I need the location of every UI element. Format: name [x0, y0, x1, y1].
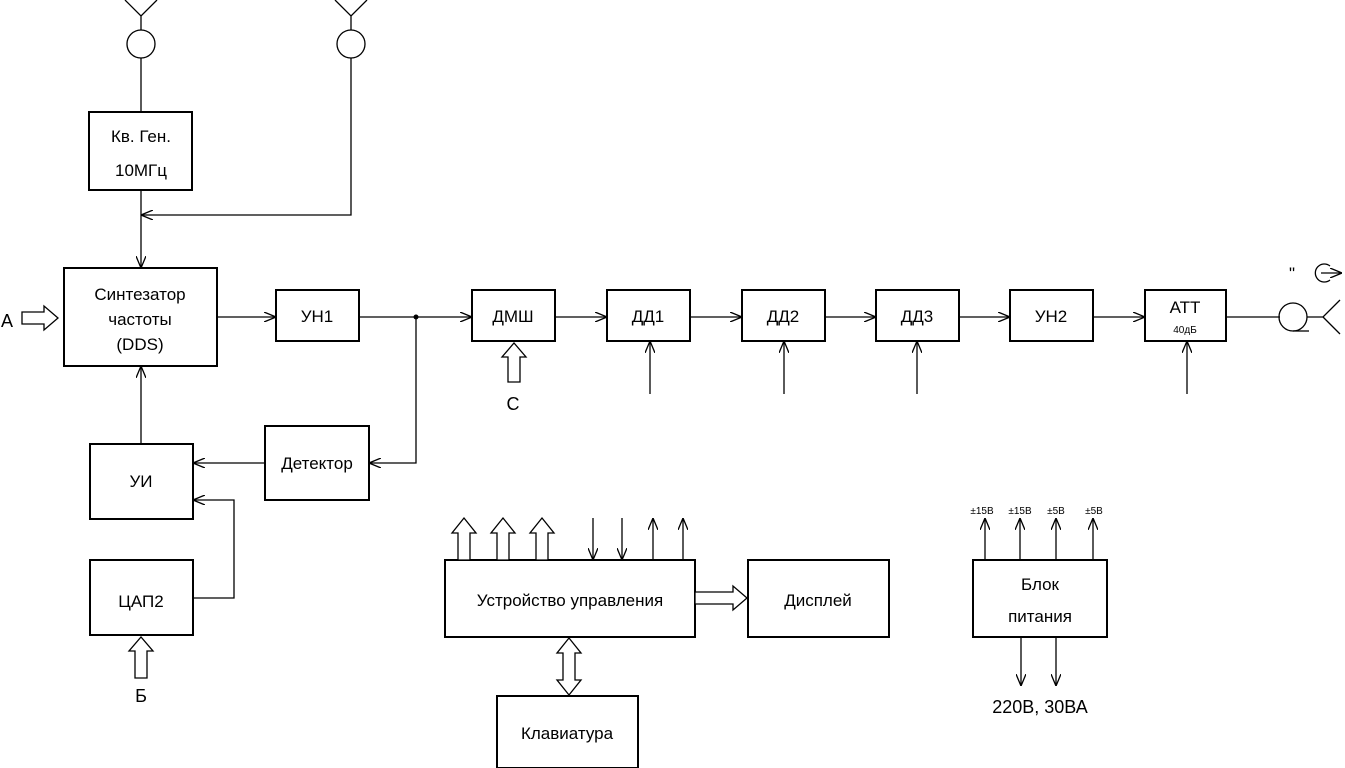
psu-rail-1: ±15В: [970, 506, 994, 560]
psu-rail-1-label: ±15В: [970, 506, 994, 517]
antenna-right: [141, 0, 368, 215]
control-unit-block: Устройство управления: [444, 559, 696, 638]
dmsh-block: ДМШ: [471, 289, 556, 342]
dmsh-label: ДМШ: [492, 307, 533, 326]
psu-rail-2-label: ±15В: [1008, 506, 1032, 517]
dd1-block: ДД1: [606, 289, 691, 342]
control-bus-out-3: [528, 516, 556, 561]
input-a-label: А: [1, 311, 13, 331]
output-connector: ": [1278, 263, 1342, 335]
dac2-block: ЦАП2: [89, 559, 194, 636]
psu-label-line1: Блок: [1021, 575, 1060, 594]
input-a-arrow: А: [1, 304, 59, 332]
psu-rail-4: ±5В: [1085, 506, 1103, 560]
un2-amplifier-block: УН2: [1009, 289, 1094, 342]
wire-dac2-to-ui: [193, 500, 235, 599]
un2-label: УН2: [1035, 307, 1068, 326]
dd3-label: ДД3: [901, 307, 933, 326]
ui-label: УИ: [129, 472, 152, 491]
display-label: Дисплей: [784, 591, 852, 610]
psu-rail-2: ±15В: [1008, 506, 1032, 560]
control-bus-out-1: [450, 516, 478, 561]
antenna-left: [124, 0, 158, 112]
detector-block: Детектор: [264, 425, 370, 501]
keyboard-label: Клавиатура: [521, 724, 614, 743]
un1-amplifier-block: УН1: [275, 289, 360, 342]
control-unit-label: Устройство управления: [477, 591, 663, 610]
dd1-label: ДД1: [632, 307, 664, 326]
psu-rail-4-label: ±5В: [1085, 506, 1103, 517]
psu-rail-3-label: ±5В: [1047, 506, 1065, 517]
osc-label-line2: 10МГц: [115, 161, 167, 180]
control-keyboard-bus: [555, 636, 583, 697]
dd2-label: ДД2: [767, 307, 799, 326]
input-c-arrow: С: [500, 342, 528, 414]
control-bus-out-2: [489, 516, 517, 561]
output-mark-label: ": [1289, 264, 1295, 283]
un1-label: УН1: [301, 307, 334, 326]
input-b-arrow: Б: [127, 636, 155, 706]
control-to-display-bus: [694, 584, 748, 612]
detector-label: Детектор: [281, 454, 353, 473]
osc-label-line1: Кв. Ген.: [111, 127, 171, 146]
att-value-label: 40дБ: [1173, 325, 1197, 336]
attenuator-block: АТТ 40дБ: [1144, 289, 1227, 342]
psu-rail-3: ±5В: [1047, 506, 1065, 560]
dds-synthesizer-block: Синтезатор частоты (DDS): [63, 267, 218, 367]
input-b-label: Б: [135, 686, 147, 706]
power-supply-block: Блок питания: [972, 559, 1108, 638]
input-c-label: С: [507, 394, 520, 414]
display-block: Дисплей: [747, 559, 890, 638]
att-label: АТТ: [1170, 298, 1201, 317]
ui-block: УИ: [89, 443, 194, 520]
keyboard-block: Клавиатура: [496, 695, 639, 768]
dds-label-line2: частоты: [108, 310, 172, 329]
dac2-label: ЦАП2: [118, 592, 163, 611]
dds-label-line1: Синтезатор: [94, 285, 185, 304]
crystal-oscillator-block: Кв. Ген. 10МГц: [88, 111, 193, 191]
psu-label-line2: питания: [1008, 607, 1072, 626]
dd3-block: ДД3: [875, 289, 960, 342]
psu-mains-label: 220В, 30ВА: [992, 697, 1087, 717]
wire-junction-to-detector: [369, 317, 417, 463]
dd2-block: ДД2: [741, 289, 826, 342]
dds-label-line3: (DDS): [116, 335, 163, 354]
